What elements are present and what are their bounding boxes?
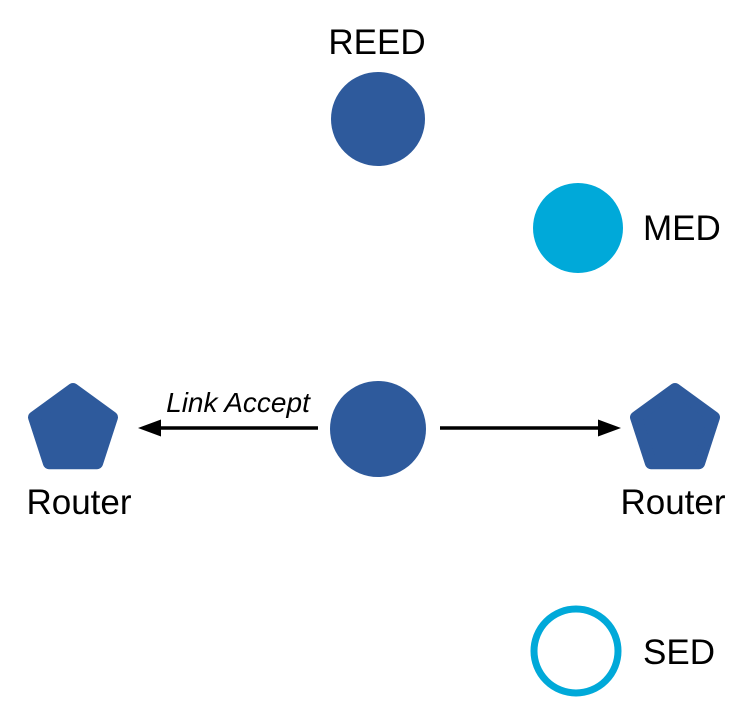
reed-label: REED — [328, 23, 425, 62]
reed-node-circle-icon — [331, 72, 425, 166]
med-label: MED — [643, 209, 721, 248]
router-left-label: Router — [26, 483, 131, 522]
central-node-circle-icon — [330, 381, 426, 477]
med-node-circle-icon — [533, 183, 623, 273]
router-right-label: Router — [620, 483, 725, 522]
sed-label: SED — [643, 633, 715, 672]
sed-node-circle-icon — [530, 605, 622, 697]
router-right-pentagon-icon — [630, 383, 720, 470]
right-arrowhead-icon — [598, 419, 621, 437]
router-left-pentagon-icon — [28, 383, 118, 470]
link-accept-label: Link Accept — [166, 387, 311, 418]
left-arrowhead-icon — [138, 419, 161, 437]
